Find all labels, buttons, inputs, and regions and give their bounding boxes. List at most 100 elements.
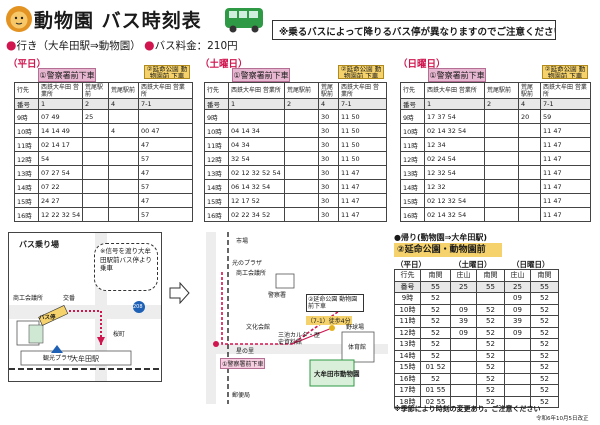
hour-cell: 18時 <box>394 395 421 408</box>
number-cell: 7-1 <box>338 98 387 110</box>
hour-cell: 16時 <box>400 207 425 222</box>
empty-cell <box>82 137 109 152</box>
hour-cell: 12時 <box>14 151 39 166</box>
time-cell: 02 22 34 52 <box>228 207 285 222</box>
hour-cell: 11時 <box>204 137 229 152</box>
time-cell: 11 47 <box>540 123 591 138</box>
time-cell: 52 <box>530 326 559 339</box>
time-cell: 02 24 54 <box>424 151 485 166</box>
empty-cell <box>518 165 541 180</box>
time-cell: 57 <box>138 207 193 222</box>
time-cell <box>450 338 477 351</box>
time-cell: 59 <box>540 109 591 124</box>
hour-cell: 16時 <box>14 207 39 222</box>
hour-cell: 15時 <box>394 361 421 374</box>
header-cell: 行先 <box>400 82 425 99</box>
time-cell: 11 50 <box>338 137 387 152</box>
hour-cell: 11時 <box>14 137 39 152</box>
time-cell: 11 47 <box>540 165 591 180</box>
time-cell: 12 17 52 <box>228 193 285 208</box>
keisatsu-stop-label: ①警察署前下車 <box>220 358 266 369</box>
route208-label: 208 <box>133 304 143 310</box>
time-cell <box>108 109 139 124</box>
time-cell: 04 34 <box>228 137 285 152</box>
time-cell: 52 <box>530 395 559 408</box>
number-cell: 4 <box>518 98 541 110</box>
hour-cell: 12時 <box>204 151 229 166</box>
time-cell <box>504 384 531 397</box>
lion-mascot-icon <box>6 6 32 32</box>
time-cell: 09 <box>450 326 477 339</box>
time-cell: 12 32 54 <box>424 165 485 180</box>
time-cell: 11 47 <box>540 137 591 152</box>
empty-cell <box>284 123 319 138</box>
busstop-label: バス停 <box>39 315 56 321</box>
time-cell: 20 <box>518 109 541 124</box>
time-cell: 02 14 32 54 <box>424 207 485 222</box>
time-cell: 52 <box>420 326 451 339</box>
time-cell: 11 47 <box>540 193 591 208</box>
time-cell: 07 22 <box>38 179 83 194</box>
header-cell: 行先 <box>394 269 421 282</box>
empty-cell <box>518 151 541 166</box>
return-saturday-label: （土曜日） <box>454 260 492 269</box>
hoshi-label: 星の里 <box>236 348 255 355</box>
time-cell: 30 <box>318 109 339 124</box>
taiikukan-label: 体育館 <box>348 344 367 351</box>
empty-cell <box>484 179 519 194</box>
time-cell: 52 <box>476 315 505 328</box>
time-cell: 02 12 32 52 54 <box>228 165 285 180</box>
time-cell <box>476 292 505 305</box>
fare-text: バス料金：210円 <box>154 40 238 52</box>
time-cell: 52 <box>420 338 451 351</box>
hour-cell: 12時 <box>400 151 425 166</box>
return-holiday-label: （日曜日） <box>512 260 550 269</box>
number-cell: 55 <box>530 280 559 293</box>
zoo-walk-label: （7-1）徒歩4分 <box>306 316 352 325</box>
hour-cell: 9時 <box>14 109 39 124</box>
hour-cell: 13時 <box>394 338 421 351</box>
holiday-stop1-label: ①警察署前下車 <box>428 68 486 82</box>
time-cell <box>228 109 285 124</box>
time-cell: 52 <box>476 349 505 362</box>
return-title: ●帰り(動物園⇒大牟田駅) <box>394 233 487 242</box>
header-cell: 荒尾駅前 <box>318 82 339 99</box>
header-cell: 荒尾駅前 <box>518 82 541 99</box>
empty-cell <box>82 193 109 208</box>
time-cell: 30 <box>318 151 339 166</box>
number-cell: 2 <box>82 98 109 110</box>
time-cell: 47 <box>138 193 193 208</box>
weekday-label: （平日） <box>8 59 47 70</box>
header-cell: 西鉄大牟田 営業所 <box>424 82 485 99</box>
header-cell: 西鉄大牟田 営業所 <box>540 82 591 99</box>
time-cell: 07 27 54 <box>38 165 83 180</box>
arrow-right-icon <box>169 282 190 304</box>
time-cell: 11 50 <box>338 123 387 138</box>
time-cell: 00 47 <box>138 123 193 138</box>
number-cell: 2 <box>284 98 319 110</box>
number-cell: 25 <box>450 280 477 293</box>
time-cell: 47 <box>138 137 193 152</box>
time-cell: 57 <box>138 179 193 194</box>
time-cell: 39 <box>450 315 477 328</box>
number-cell: 番号 <box>400 98 425 110</box>
time-cell: 01 55 <box>420 384 451 397</box>
header-cell: 西鉄大牟田 営業所 <box>338 82 387 99</box>
route-map: 市場 光のプラザ 商工会議所 警察署 文化会館 郵便局 ①警察署前下車 星の里 … <box>192 232 388 404</box>
header-cell: 荒尾駅前 <box>108 82 139 99</box>
station-label: 大牟田駅 <box>71 355 99 363</box>
hikariplaza-label: 光のプラザ <box>232 260 263 267</box>
time-cell <box>504 338 531 351</box>
time-cell: 11 47 <box>540 179 591 194</box>
time-cell: 11 47 <box>540 151 591 166</box>
empty-cell <box>108 193 139 208</box>
header-cell: 行先 <box>14 82 39 99</box>
number-cell: 番号 <box>204 98 229 110</box>
nogyo-label: 野球場 <box>346 324 365 331</box>
time-cell: 47 <box>138 165 193 180</box>
time-cell: 06 14 32 54 <box>228 179 285 194</box>
time-cell <box>450 372 477 385</box>
hour-cell: 10時 <box>400 123 425 138</box>
number-cell: 55 <box>420 280 451 293</box>
